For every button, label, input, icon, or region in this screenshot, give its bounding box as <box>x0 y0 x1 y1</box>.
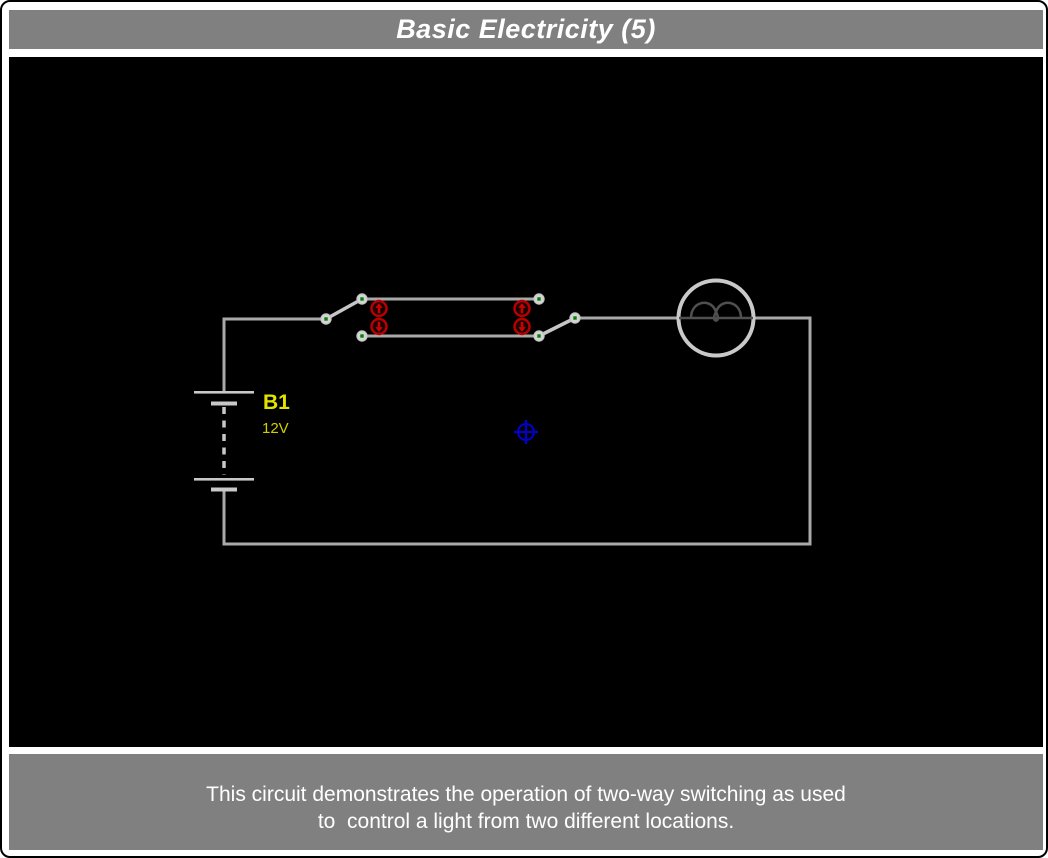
battery-plate-long-top <box>194 391 254 394</box>
description-panel: This circuit demonstrates the operation … <box>9 754 1043 850</box>
terminal-contact <box>537 297 541 301</box>
switch-right[interactable] <box>533 293 581 342</box>
terminal-contact <box>360 297 364 301</box>
lamp-filament <box>712 311 720 322</box>
switch-left-up-button[interactable] <box>370 299 388 318</box>
circuit-wires[interactable] <box>222 297 812 546</box>
terminal-contact <box>573 316 577 320</box>
lamp-filament <box>689 301 743 319</box>
terminal-contact <box>537 334 541 338</box>
switch-right-lever[interactable] <box>537 316 577 338</box>
page-title: Basic Electricity (5) <box>396 14 656 44</box>
switch-right-up-button[interactable] <box>513 299 531 318</box>
description-line-2: to control a light from two different lo… <box>317 810 735 833</box>
up-arrow-icon <box>518 303 526 314</box>
battery-plate-short-top <box>211 401 237 406</box>
battery-plate-long-bottom <box>194 478 254 481</box>
lamp-bulb-outline[interactable] <box>676 278 756 358</box>
down-arrow-icon <box>518 321 526 332</box>
switch-right-down-button[interactable] <box>513 317 531 336</box>
battery-voltage-label: 12V <box>262 420 289 437</box>
circuit-canvas[interactable]: B1 12V <box>9 57 1043 747</box>
switch-left-down-button[interactable] <box>370 317 388 336</box>
battery-name-label: B1 <box>263 391 290 414</box>
wire-battery-to-left-switch[interactable] <box>222 317 324 392</box>
terminal-contact <box>360 334 364 338</box>
terminal-contact <box>324 317 328 321</box>
up-arrow-icon <box>375 303 383 314</box>
switch-left-lever[interactable] <box>324 297 364 321</box>
switch-left[interactable] <box>320 293 368 342</box>
battery-plate-short-bottom <box>211 487 237 492</box>
title-bar: Basic Electricity (5) <box>9 10 1043 49</box>
lamp[interactable] <box>676 278 756 358</box>
description-line-1: This circuit demonstrates the operation … <box>206 783 846 806</box>
down-arrow-icon <box>375 321 383 332</box>
wire-lamp-to-battery[interactable] <box>222 316 812 546</box>
battery-B1[interactable]: B1 12V <box>194 391 290 492</box>
crosshair-icon <box>514 420 538 444</box>
